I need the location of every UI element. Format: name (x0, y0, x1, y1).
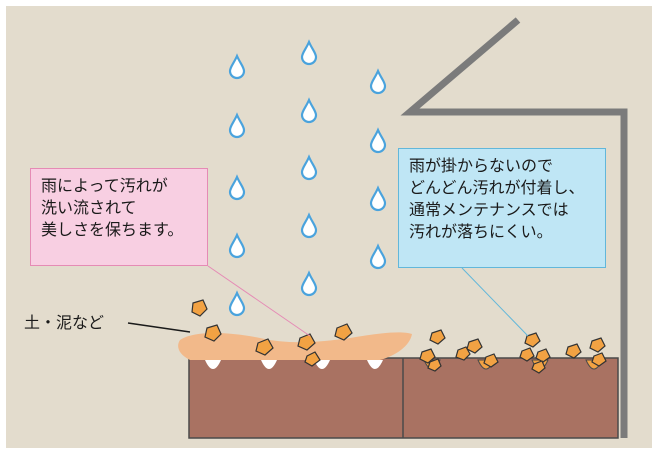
stone-icon (519, 347, 535, 362)
raindrop-icon (300, 212, 318, 239)
callout-text-line: 美しさを保ちます。 (41, 220, 184, 239)
stone-icon (429, 329, 446, 345)
raindrop-icon (369, 185, 387, 212)
stone-icon (589, 337, 606, 353)
stone-icon (483, 353, 499, 368)
raindrop-icon (300, 270, 318, 297)
stone-icon (427, 358, 442, 372)
raindrop-icon (300, 97, 318, 124)
mud-puddle (178, 332, 412, 360)
raindrop-icon (300, 154, 318, 181)
raindrop-icon (369, 68, 387, 95)
grooves-clean (205, 360, 383, 369)
stone-icon (531, 360, 546, 374)
stone-icon (255, 338, 274, 356)
callout-text-line: 洗い流されて (41, 198, 137, 217)
stones (191, 299, 607, 374)
raindrop-icon (228, 232, 246, 259)
raindrop-icon (228, 290, 246, 317)
leader-line-right (461, 267, 529, 337)
soil-label: 土・泥など (24, 313, 105, 332)
stone-icon (591, 352, 607, 367)
raindrop-icon (369, 127, 387, 154)
stone-icon (565, 343, 582, 359)
callout-text-line: 雨が掛からないので (409, 156, 554, 175)
raindrops (228, 39, 387, 317)
stone-icon (535, 348, 551, 363)
raindrop-icon (369, 243, 387, 270)
leader-line-left (207, 265, 311, 337)
stone-icon (524, 332, 541, 348)
stone-icon (455, 346, 471, 361)
stone-icon (419, 348, 436, 364)
stone-icon (204, 324, 222, 342)
stone-icon (191, 299, 208, 317)
raindrop-icon (228, 53, 246, 80)
raindrop-icon (228, 112, 246, 139)
callout-text-line: どんどん汚れが付着し、 (409, 178, 585, 197)
callout-text-line: 通常メンテナンスでは (409, 200, 569, 219)
rain-washed-callout: 雨によって汚れが 洗い流されて 美しさを保ちます。 (30, 168, 208, 266)
sheltered-callout: 雨が掛からないので どんどん汚れが付着し、 通常メンテナンスでは 汚れが落ちにく… (398, 148, 606, 268)
stone-icon (304, 351, 321, 367)
raindrop-icon (300, 39, 318, 66)
leader-line-soil (127, 322, 191, 333)
callout-text-line: 汚れが落ちにくい。 (409, 222, 553, 241)
callout-text-line: 雨によって汚れが (41, 176, 168, 195)
raindrop-icon (228, 174, 246, 201)
stone-icon (334, 323, 353, 341)
roof-eave (400, 17, 628, 438)
stone-icon (466, 338, 483, 354)
